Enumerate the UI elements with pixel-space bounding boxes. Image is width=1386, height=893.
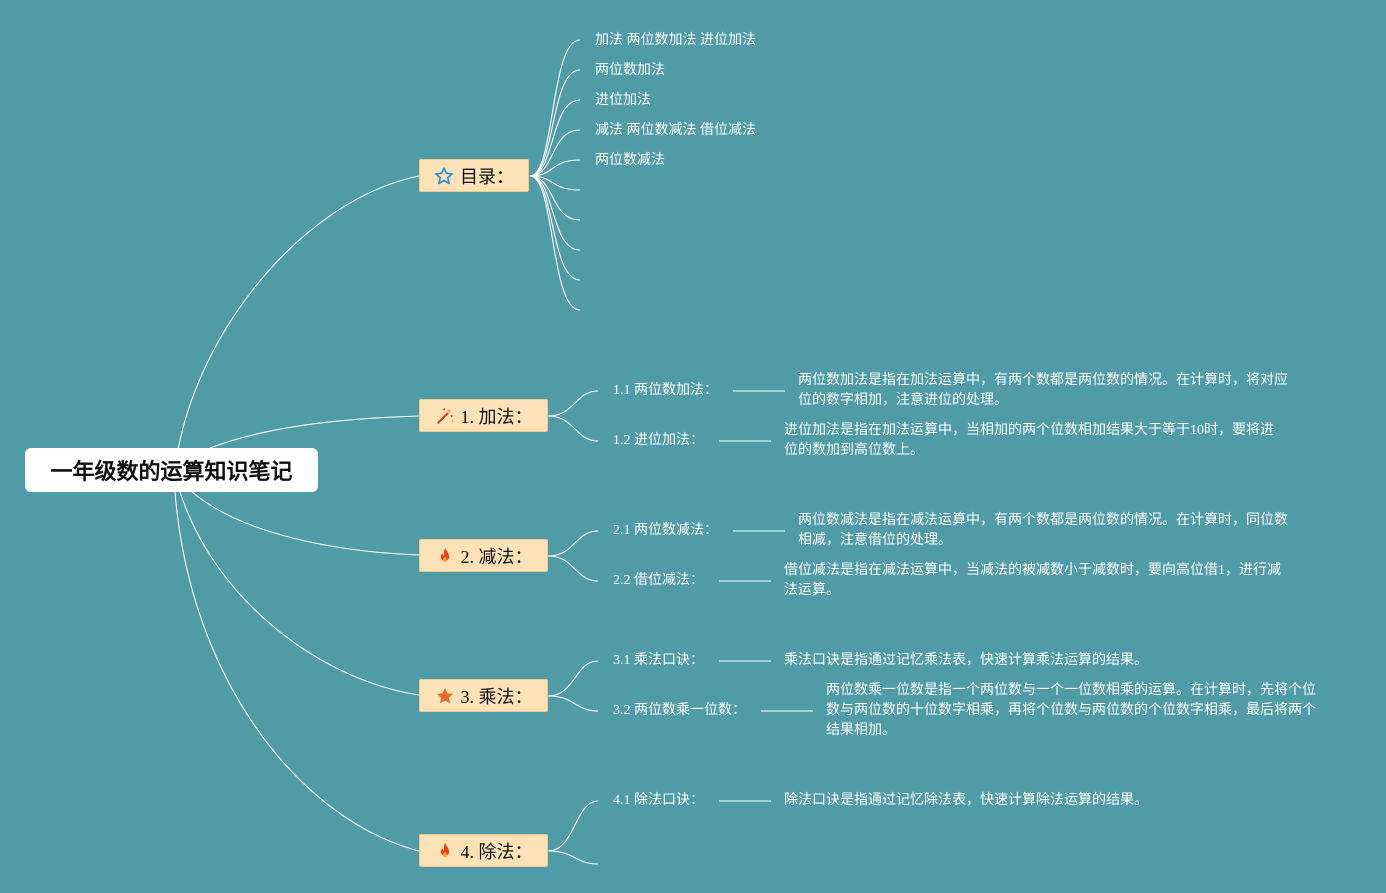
subtopic-description: 两位数乘一位数是指一个两位数与一个一位数相乘的运算。在计算时，先将个位数与两位数…	[826, 683, 1316, 738]
subtopic-title[interactable]: 1.1 两位数加法：	[613, 383, 718, 398]
root-link-division	[174, 491, 420, 852]
section-branch	[547, 390, 599, 417]
subtopic-title[interactable]: 4.1 除法口诀：	[613, 793, 704, 808]
section-branch	[547, 415, 599, 442]
magic-wand-icon	[435, 406, 455, 426]
fire-icon	[435, 841, 455, 861]
toc-branch	[529, 39, 581, 177]
root-link-toc	[174, 175, 420, 471]
toc-branch	[529, 159, 581, 177]
root-link-multiplication	[179, 491, 420, 696]
root-node[interactable]: 一年级数的运算知识笔记	[25, 448, 318, 492]
section-node-addition[interactable]: 1. 加法：	[419, 399, 548, 432]
toc-branch	[529, 69, 581, 177]
toc-branch	[529, 129, 581, 177]
root-link-subtraction	[189, 489, 420, 556]
section-branch	[547, 555, 599, 582]
subtopic-description: 两位数减法是指在减法运算中，有两个数都是两位数的情况。在计算时，同位数相减，注意…	[798, 513, 1288, 548]
section-branch	[547, 850, 599, 865]
section-node-division[interactable]: 4. 除法：	[419, 834, 548, 867]
toc-item[interactable]: 两位数加法	[595, 63, 665, 78]
section-branch	[547, 530, 599, 557]
subtopic-title[interactable]: 2.1 两位数减法：	[613, 523, 718, 538]
subtopic-description: 借位减法是指在减法运算中，当减法的被减数小于减数时，要向高位借1，进行减法运算。	[784, 563, 1281, 598]
section-label: 1. 加法：	[460, 406, 533, 427]
toc-label: 目录：	[460, 166, 514, 187]
subtopic-title[interactable]: 1.2 进位加法：	[613, 433, 704, 448]
subtopic-title[interactable]: 2.2 借位减法：	[613, 573, 704, 588]
section-node-multiplication[interactable]: 3. 乘法：	[419, 679, 548, 712]
toc-branch	[529, 99, 581, 177]
toc-branch	[529, 175, 581, 251]
subtopic-title[interactable]: 3.2 两位数乘一位数：	[613, 703, 746, 718]
subtopic-description: 乘法口诀是指通过记忆乘法表，快速计算乘法运算的结果。	[784, 653, 1148, 668]
toc-branch	[529, 175, 581, 191]
root-title: 一年级数的运算知识笔记	[50, 460, 293, 485]
star-filled-icon	[435, 686, 455, 706]
section-branch	[547, 800, 599, 852]
section-label: 2. 减法：	[460, 546, 533, 567]
toc-branch	[529, 175, 581, 311]
section-branch	[547, 660, 599, 697]
toc-branch	[529, 175, 581, 221]
toc-item[interactable]: 两位数减法	[595, 153, 665, 168]
section-label: 4. 除法：	[460, 841, 533, 862]
section-label: 3. 乘法：	[460, 686, 533, 707]
star-outline-icon	[434, 166, 454, 186]
toc-node[interactable]: 目录：	[419, 159, 529, 192]
toc-item[interactable]: 减法 两位数减法 借位减法	[595, 123, 756, 138]
subtopic-description: 两位数加法是指在加法运算中，有两个数都是两位数的情况。在计算时，将对应位的数字相…	[798, 373, 1288, 408]
fire-icon	[435, 546, 455, 566]
subtopic-description: 除法口诀是指通过记忆除法表，快速计算除法运算的结果。	[784, 793, 1148, 808]
subtopic-description: 进位加法是指在加法运算中，当相加的两个位数相加结果大于等于10时，要将进位的数加…	[784, 423, 1274, 458]
subtopic-title[interactable]: 3.1 乘法口诀：	[613, 653, 704, 668]
root-link-addition	[209, 415, 420, 449]
toc-branch	[529, 175, 581, 281]
toc-item[interactable]: 进位加法	[595, 93, 651, 108]
section-node-subtraction[interactable]: 2. 减法：	[419, 539, 548, 572]
section-branch	[547, 695, 599, 712]
toc-item[interactable]: 加法 两位数加法 进位加法	[595, 33, 756, 48]
